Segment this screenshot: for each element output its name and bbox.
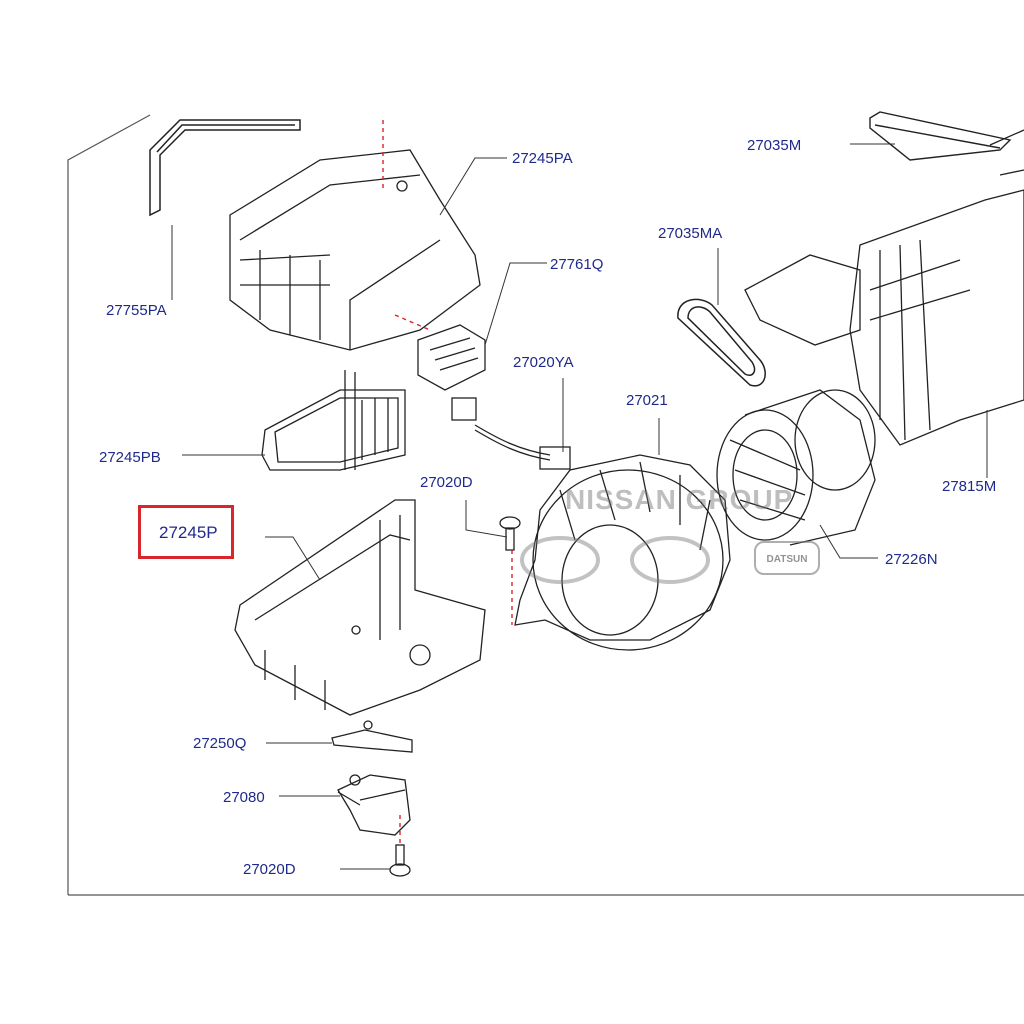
- part-27035M: [869, 111, 1012, 161]
- datsun-logo-watermark: DATSUN: [754, 541, 820, 575]
- label-27245P: 27245P: [159, 523, 218, 542]
- label-27080[interactable]: 27080: [223, 789, 265, 806]
- part-27761Q: [417, 324, 486, 391]
- label-27755PA[interactable]: 27755PA: [106, 302, 167, 319]
- part-27226N: [716, 389, 876, 546]
- leader-lines: [171, 143, 988, 870]
- label-27245PB[interactable]: 27245PB: [99, 449, 161, 466]
- part-27245P: [234, 499, 486, 716]
- part-27815M: [744, 129, 1024, 446]
- label-27245PA[interactable]: 27245PA: [512, 150, 573, 167]
- part-27080: [337, 774, 411, 836]
- part-27250Q: [331, 720, 413, 753]
- part-27245PB: [261, 370, 406, 471]
- label-27020D-bottom[interactable]: 27020D: [243, 861, 296, 878]
- leader-27226N: [819, 524, 878, 559]
- part-27035MA: [677, 298, 766, 387]
- leader-27020D-top: [465, 500, 508, 538]
- leader-27245P: [265, 536, 321, 581]
- part-27020D-bottom: [389, 844, 411, 877]
- label-27226N[interactable]: 27226N: [885, 551, 938, 568]
- label-27021[interactable]: 27021: [626, 392, 668, 409]
- diagram-frame: [67, 114, 151, 895]
- part-27245PA: [229, 149, 481, 351]
- label-27035M[interactable]: 27035M: [747, 137, 802, 154]
- dashed-guide-resistor: [394, 314, 431, 331]
- label-27020D-top[interactable]: 27020D: [420, 474, 473, 491]
- label-27020YA[interactable]: 27020YA: [513, 354, 574, 371]
- leader-27761Q: [484, 262, 547, 346]
- part-27020D-top: [499, 516, 521, 551]
- part-27021: [514, 454, 731, 651]
- label-27761Q[interactable]: 27761Q: [550, 256, 604, 273]
- watermark-text: NISSAN GROUP: [565, 484, 794, 515]
- nissan-logo-watermark: [520, 536, 600, 584]
- infiniti-logo-watermark: [630, 536, 710, 584]
- label-27035MA[interactable]: 27035MA: [658, 225, 723, 242]
- label-27815M[interactable]: 27815M: [942, 478, 997, 495]
- highlighted-part-box[interactable]: 27245P: [138, 505, 234, 559]
- leader-27245PA: [439, 157, 507, 216]
- label-27250Q[interactable]: 27250Q: [193, 735, 247, 752]
- part-27755PA: [149, 119, 301, 217]
- part-27020YA: [451, 397, 571, 470]
